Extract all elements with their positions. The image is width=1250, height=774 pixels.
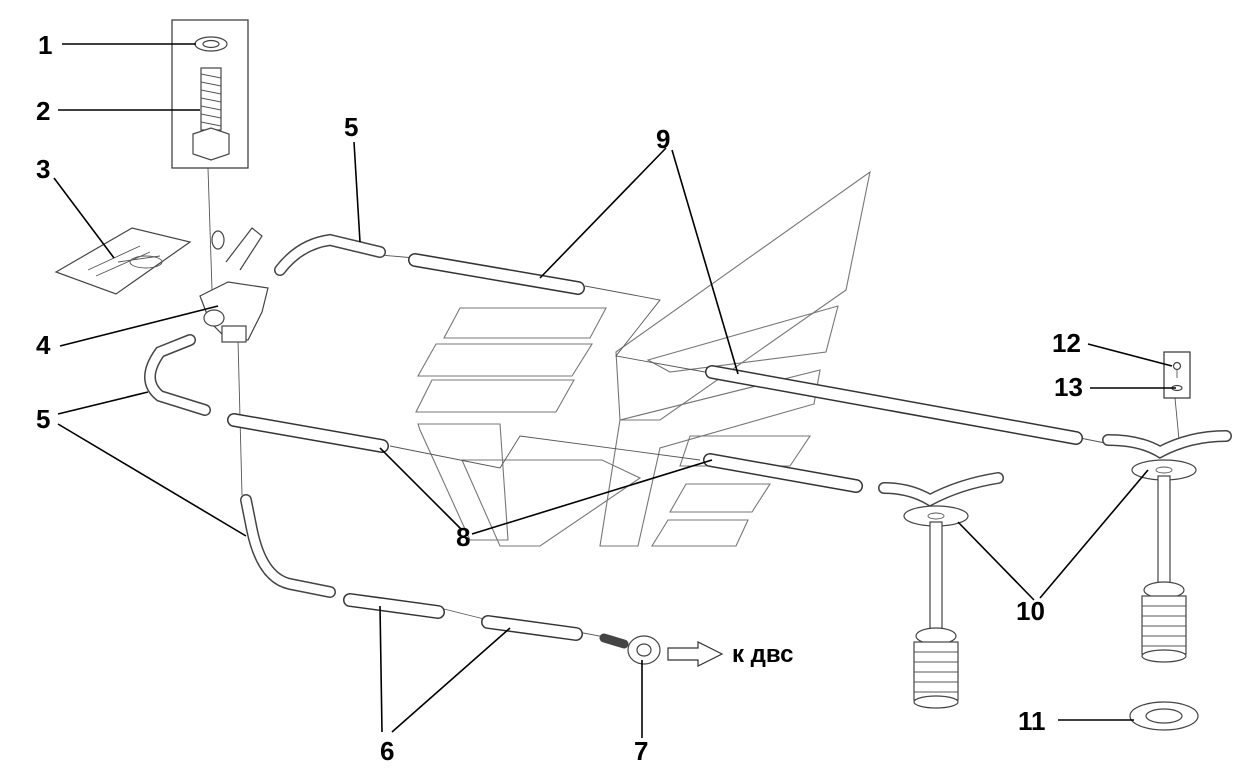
screw-washer-inset <box>1163 351 1191 399</box>
callout-5-left: 5 <box>36 404 50 434</box>
tube-9-upper-left <box>408 253 585 295</box>
direction-arrow <box>667 641 724 667</box>
callout-3: 3 <box>36 154 50 184</box>
leader-lines <box>53 43 1176 738</box>
callout-12: 12 <box>1052 328 1081 358</box>
hose-middle <box>144 334 211 416</box>
callout-8: 8 <box>456 522 470 552</box>
callout-2: 2 <box>36 96 50 126</box>
fuel-intake-middle <box>878 472 1004 709</box>
tube-8-right <box>703 453 863 493</box>
fuel-tap <box>199 227 269 343</box>
callout-11: 11 <box>1018 706 1046 736</box>
hose-upper <box>274 233 386 276</box>
callout-13: 13 <box>1054 372 1083 402</box>
callout-9: 9 <box>656 124 670 154</box>
fuel-lines <box>207 167 1181 639</box>
bolt-washer-inset <box>171 19 249 169</box>
callout-10: 10 <box>1016 596 1045 626</box>
label-plate <box>54 227 192 295</box>
destination-label: к двс <box>732 641 793 668</box>
tube-6-right <box>481 615 583 641</box>
hose-lower <box>240 494 336 598</box>
tube-6-left <box>343 593 445 619</box>
banjo-fitting <box>599 633 661 665</box>
callout-6: 6 <box>380 736 394 766</box>
callout-5-top: 5 <box>344 112 358 142</box>
callout-1: 1 <box>38 30 52 60</box>
tube-8-left <box>227 413 389 453</box>
callout-4: 4 <box>36 330 51 360</box>
fuel-intake-right <box>1102 430 1232 663</box>
callout-7: 7 <box>634 736 648 766</box>
gasket <box>1129 701 1199 731</box>
watermark-logo <box>415 170 871 547</box>
tube-9-right <box>705 365 1083 445</box>
